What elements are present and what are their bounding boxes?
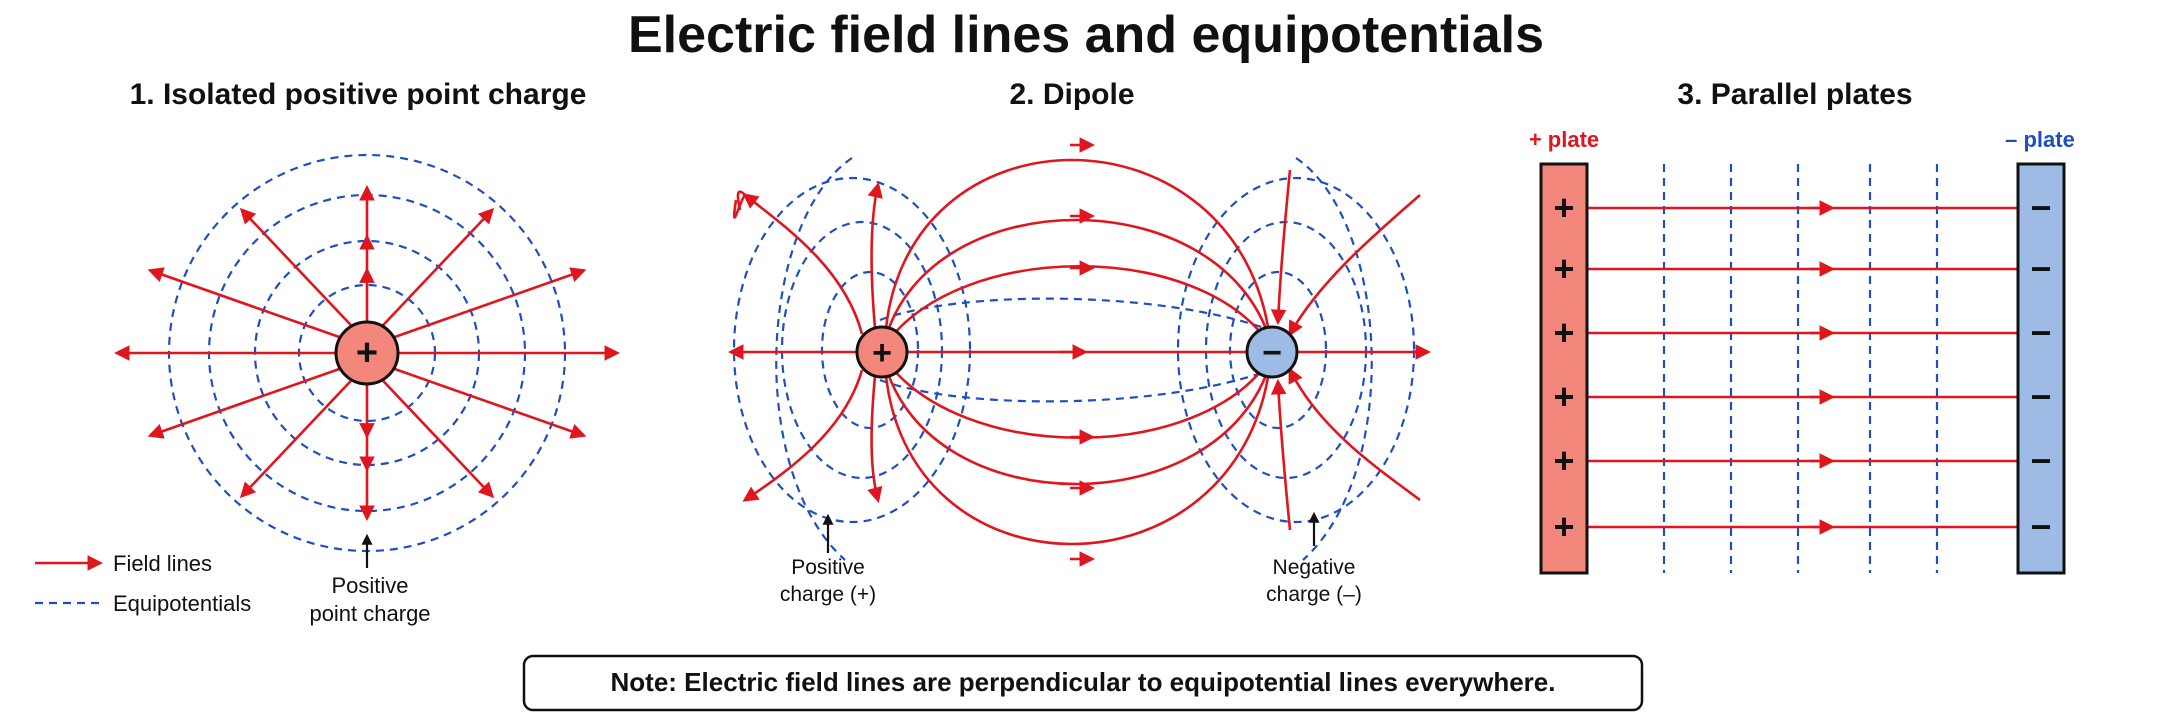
positive-charge-label-line2: charge (+) <box>780 583 876 606</box>
radial-field-line <box>239 207 352 327</box>
field-arc-top-3 <box>883 265 1272 346</box>
radial-field-line <box>394 367 587 439</box>
field-negative-in-upper-right <box>1288 194 1421 337</box>
negative-plate-label: – plate <box>2005 127 2075 152</box>
dipole-positive-symbol: + <box>872 334 892 372</box>
field-negative-in-down <box>1270 378 1292 531</box>
plate-minus-symbol: − <box>2030 187 2051 228</box>
equipotential-outer-right <box>1295 157 1373 561</box>
field-positive-out-down <box>867 375 883 504</box>
plate-minus-symbol: − <box>2030 440 2051 481</box>
dipole-equipotentials <box>732 157 1416 561</box>
field-positive-tail-ul2 <box>732 194 747 219</box>
positive-charge-symbol: + <box>356 332 378 374</box>
positive-charge <box>334 320 400 386</box>
positive-point-charge-label-line2: point charge <box>309 601 430 626</box>
negative-charge-label-line1: Negative <box>1273 556 1356 579</box>
radial-field-line <box>147 267 340 339</box>
panel-2-title: 2. Dipole <box>1009 78 1134 111</box>
field-arc-bottom-2 <box>883 363 1272 486</box>
panel-parallel-plates: 3. Parallel plates + plate – plate +−+−+… <box>1529 78 2075 575</box>
panel-3-title: 3. Parallel plates <box>1677 78 1912 111</box>
equipotential-outer-left <box>775 157 853 561</box>
plate-plus-symbol: + <box>1553 376 1574 417</box>
positive-plate <box>1539 162 1589 575</box>
dipole-negative-symbol: − <box>1262 334 1282 372</box>
radial-field-line <box>394 267 587 339</box>
positive-charge-label-line1: Positive <box>791 556 865 579</box>
equipotential-negative-1 <box>1228 270 1328 430</box>
plate-plus-symbol: + <box>1553 187 1574 228</box>
field-negative-in-up <box>1270 169 1292 326</box>
radial-field-line <box>239 379 352 499</box>
equipotential-negative-3 <box>1176 176 1416 524</box>
plate-minus-symbol: − <box>2030 312 2051 353</box>
field-arc-top-2 <box>883 218 1272 341</box>
field-arc-bottom-1 <box>883 363 1272 546</box>
plate-plus-symbol: + <box>1553 506 1574 547</box>
panel-1-title: 1. Isolated positive point charge <box>130 78 587 111</box>
plate-symbols: + − + − + − + − + − + − <box>1553 187 2051 547</box>
plate-plus-symbol: + <box>1553 312 1574 353</box>
radial-field-line <box>382 379 495 499</box>
radial-field-line <box>147 367 340 439</box>
note-box <box>522 654 1644 712</box>
dipole-negative-charge <box>1245 325 1299 379</box>
page-title: Electric field lines and equipotentials <box>628 6 1544 64</box>
plate-minus-symbol: − <box>2030 248 2051 289</box>
negative-plate <box>2016 162 2066 575</box>
plate-plus-symbol: + <box>1553 248 1574 289</box>
positive-plate-label: + plate <box>1529 127 1599 152</box>
note-text: Note: Electric field lines are perpendic… <box>611 667 1556 697</box>
plate-plus-symbol: + <box>1553 440 1574 481</box>
radial-field-line <box>382 207 495 327</box>
plate-minus-symbol: − <box>2030 376 2051 417</box>
panel-dipole: 2. Dipole <box>727 78 1432 606</box>
plate-equipotentials <box>1662 164 1939 573</box>
plate-field-lines <box>1587 200 2018 535</box>
negative-charge-label-line2: charge (–) <box>1266 583 1362 606</box>
equipotential-positive-2 <box>780 220 944 480</box>
plate-minus-symbol: − <box>2030 506 2051 547</box>
field-positive-out-upper-left <box>742 193 864 335</box>
legend-equipotentials-label: Equipotentials <box>113 591 251 616</box>
positive-point-charge-label-line1: Positive <box>331 573 408 598</box>
dipole-field-lines <box>727 137 1432 567</box>
field-negative-in-lower-right <box>1288 367 1421 502</box>
field-arc-top-1 <box>883 158 1272 341</box>
equipotential-positive-1 <box>820 270 920 430</box>
equipotential-bridge-lower <box>879 368 1271 403</box>
panel-isolated-charge: 1. Isolated positive point charge + Posi… <box>35 78 621 626</box>
legend-field-lines-label: Field lines <box>113 551 212 576</box>
dipole-positive-charge <box>855 325 909 379</box>
field-positive-out-lower-left <box>742 369 864 502</box>
field-positive-out-up <box>867 181 883 329</box>
radial-field-lines <box>113 184 621 522</box>
equipotential-bridge-upper <box>879 297 1271 332</box>
equipotential-positive-3 <box>732 176 972 524</box>
legend: Field lines Equipotentials <box>35 551 251 616</box>
